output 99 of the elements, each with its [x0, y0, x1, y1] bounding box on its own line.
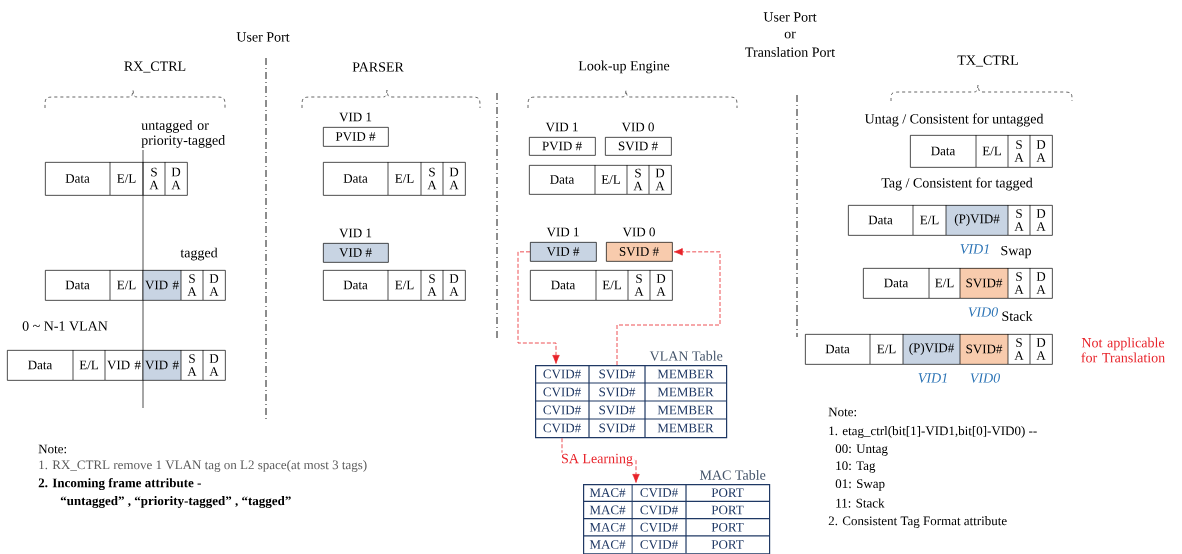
node-label: D A — [1036, 209, 1046, 231]
vid-label: VID1 — [960, 244, 989, 254]
node-label: SVID# — [599, 405, 636, 415]
ethernet-frame: Data E/L S A D A — [45, 161, 188, 196]
ethernet-frame: Data E/L (P)VID# SVID# S A D A — [805, 333, 1053, 365]
node-label: SVID# — [599, 423, 636, 433]
field-label: VID 1 — [546, 227, 579, 237]
node-label: S A — [1014, 338, 1024, 360]
note-text: 01: Swap — [835, 479, 885, 491]
node-label: MAC# — [589, 505, 626, 515]
node-label: D A — [1036, 272, 1046, 294]
node-label: Data — [868, 215, 893, 225]
mac-table: MAC# CVID# PORT MAC# CVID# PORT MAC# CVID# PORT MAC# CVID# PORT — [582, 483, 771, 554]
vid-box: VID # — [530, 242, 597, 262]
vid-box: SVID # — [606, 242, 673, 262]
dashed-arrow — [616, 248, 721, 366]
node-label: MEMBER — [657, 405, 714, 415]
node-label: E/L — [920, 215, 939, 225]
section-title: Translation Port — [745, 47, 835, 57]
node-label: MEMBER — [657, 387, 714, 397]
vid-box: SVID # — [605, 137, 672, 156]
node-label: D A — [1036, 338, 1046, 360]
field-label: VID 0 — [621, 122, 654, 132]
vid-box: PVID # — [529, 137, 596, 156]
node-label: Data — [825, 344, 850, 354]
node-label: CVID# — [640, 522, 678, 532]
caption-text: untagged or priority-tagged — [141, 120, 226, 148]
note-text: 2. Consistent Tag Format attribute — [828, 516, 1007, 528]
vid-label: VID1 — [918, 373, 947, 383]
note-text: 11: Stack — [836, 498, 885, 508]
node-label: SVID# — [966, 278, 1003, 288]
note-text: Note: — [828, 407, 857, 417]
section-title: Look-up Engine — [578, 60, 670, 74]
note-text: “untagged” , “priority-tagged” , “tagged” — [60, 496, 291, 508]
node-label: SVID# — [599, 387, 636, 397]
vid-label: VID0 — [970, 373, 1000, 383]
section-title: RX_CTRL — [124, 61, 186, 73]
field-label: VID 0 — [622, 227, 655, 237]
note-text: Note: — [38, 444, 67, 454]
ethernet-frame: Data E/L SVID# S A D A — [863, 267, 1053, 299]
ethernet-frame: Data E/L S A D A — [910, 134, 1053, 168]
ethernet-frame: Data E/L S A D A — [530, 269, 673, 301]
caption-text: 0 ~ N-1 VLAN — [22, 321, 108, 331]
node-label: CVID# — [543, 387, 581, 397]
node-label: CVID# — [640, 488, 678, 498]
caption-text: Stack — [1002, 311, 1033, 321]
node-label: (P)VID# — [954, 214, 1000, 226]
ethernet-frame: Data E/L VID # VID # S A D A — [7, 349, 226, 381]
section-title: User Port — [763, 12, 817, 22]
node-label: CVID# — [640, 505, 678, 515]
caption-text: Tag / Consistent for tagged — [881, 177, 1033, 191]
field-label: VID 1 — [339, 112, 372, 122]
node-label: PORT — [711, 505, 744, 515]
node-label: SVID# — [599, 369, 636, 379]
ethernet-frame: Data E/L (P)VID# S A D A — [848, 204, 1053, 236]
note-text: 2. Incoming frame attribute - — [38, 478, 201, 490]
node-label: CVID# — [543, 405, 581, 415]
ethernet-frame: Data E/L S A D A — [323, 161, 466, 196]
table-title: VLAN Table — [649, 350, 723, 361]
node-label: CVID# — [543, 423, 581, 433]
vid-label: VID0 — [968, 307, 998, 317]
edge-label: SA Learning — [560, 452, 634, 468]
vid-box: VID # — [323, 243, 389, 263]
node-label: Data — [884, 278, 909, 288]
note-text: 00: Untag — [835, 444, 888, 456]
vid-box: PVID # — [323, 127, 389, 147]
caption-text: Not applicable for Translation — [1081, 337, 1165, 363]
ethernet-frame: Data E/L S A D A — [323, 269, 466, 301]
node-label: CVID# — [640, 540, 678, 549]
node-label: MAC# — [589, 522, 626, 532]
caption-text: Swap — [1001, 245, 1032, 259]
node-label: (P)VID# — [909, 343, 955, 355]
node-label: SVID# — [966, 344, 1003, 354]
node-label: PORT — [711, 488, 744, 498]
node-label: E/L — [877, 344, 896, 354]
ethernet-frame: Data E/L VID # S A D A — [45, 269, 226, 301]
section-title: or — [784, 31, 796, 39]
node-label: MEMBER — [657, 423, 714, 433]
field-label: VID 1 — [339, 228, 372, 238]
node-label: MEMBER — [657, 369, 714, 379]
node-label: CVID# — [543, 369, 581, 379]
node-label: MAC# — [589, 540, 626, 549]
table-title: MAC Table — [699, 469, 766, 480]
node-label: PORT — [711, 540, 744, 549]
node-label: S A — [1014, 209, 1024, 231]
note-text: 1. etag_ctrl(bit[1]-VID1,bit[0]-VID0) -- — [829, 426, 1037, 438]
vlan-table: CVID# SVID# MEMBER CVID# SVID# MEMBER CVID# SVID# MEMBER CVID# SVID# MEMBER — [534, 364, 728, 439]
node-label: MAC# — [589, 488, 626, 498]
dashed-arrow — [517, 251, 560, 364]
section-title: TX_CTRL — [957, 55, 1018, 67]
note-text: 1. RX_CTRL remove 1 VLAN tag on L2 space(at most 3 tags) — [39, 460, 367, 472]
section-title: PARSER — [352, 62, 404, 72]
node-label: S A — [1014, 272, 1024, 294]
note-text: 10: Tag — [836, 461, 876, 473]
section-title: User Port — [236, 32, 290, 42]
field-label: VID 1 — [545, 122, 578, 132]
node-label: E/L — [935, 278, 954, 288]
ethernet-frame: Data E/L S A D A — [529, 164, 672, 195]
node-label: PORT — [711, 522, 744, 532]
